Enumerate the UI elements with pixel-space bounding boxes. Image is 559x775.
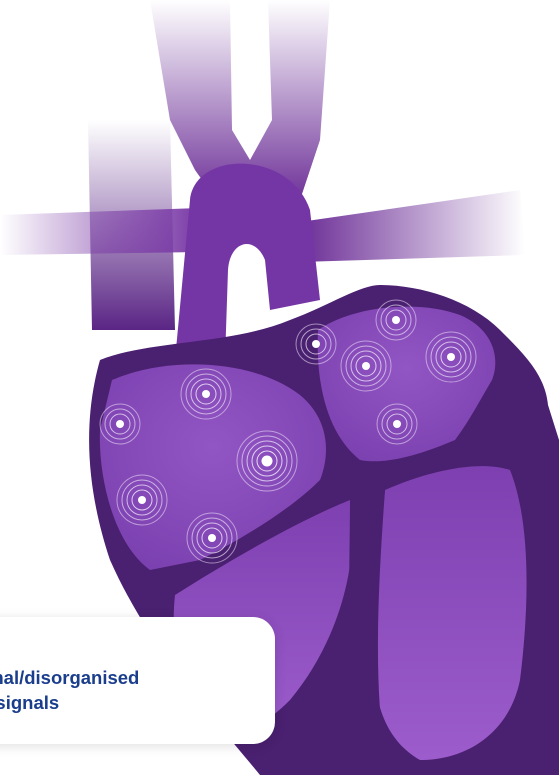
callout-text: rmal/disorganised c signals (0, 665, 139, 715)
right-horizontal-vessel (300, 190, 525, 262)
signal-dot (202, 390, 210, 398)
signal-dot (447, 353, 455, 361)
signal-dot (312, 340, 320, 348)
callout-box: rmal/disorganised c signals (0, 617, 275, 744)
signal-dot (116, 420, 124, 428)
signal-dot (362, 362, 370, 370)
callout-line-1: rmal/disorganised (0, 665, 139, 690)
left-ventricle (374, 466, 527, 760)
signal-dot (393, 420, 401, 428)
signal-dot (262, 456, 273, 467)
signal-dot (208, 534, 216, 542)
signal-dot (392, 316, 400, 324)
signal-dot (138, 496, 146, 504)
callout-line-2: c signals (0, 690, 139, 715)
left-horizontal-vessel (0, 208, 200, 255)
